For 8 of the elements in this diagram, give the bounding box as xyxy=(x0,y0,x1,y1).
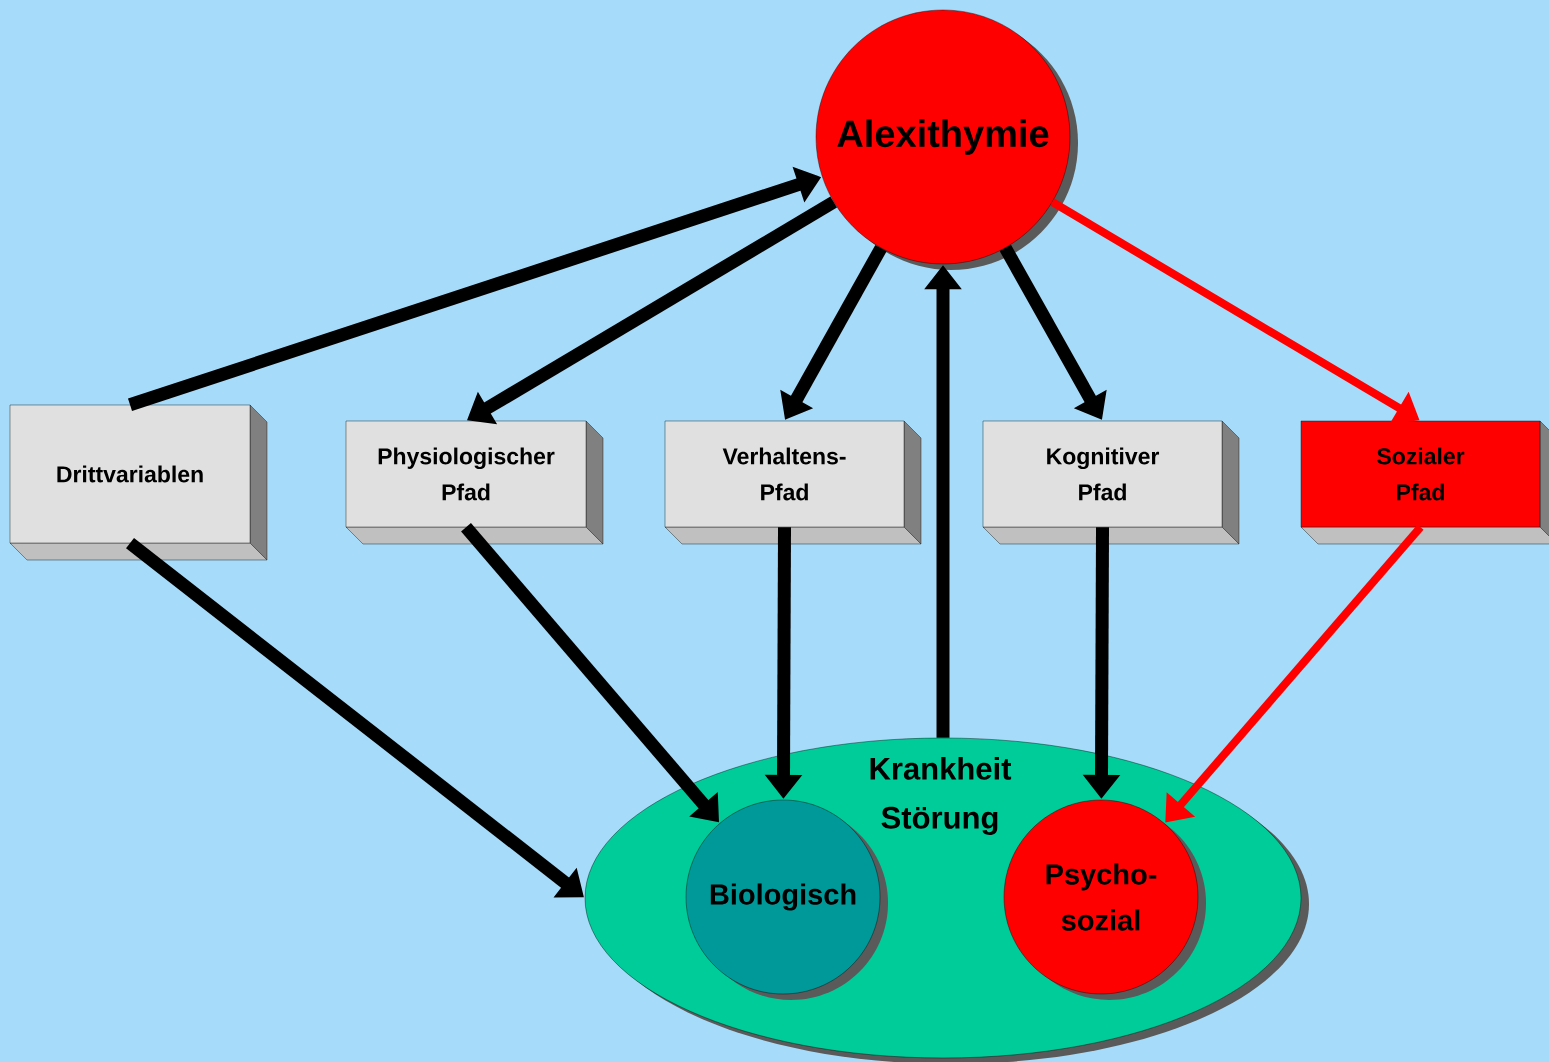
process-box: Verhaltens- Pfad xyxy=(664,420,922,545)
process-box: Sozialer Pfad xyxy=(1300,420,1549,545)
process-box: Physiologischer Pfad xyxy=(345,420,604,545)
circle-node: Psycho- sozial xyxy=(1003,799,1206,1000)
process-box: Drittvariablen xyxy=(9,404,268,561)
circle-node: Alexithymie xyxy=(815,9,1078,270)
process-box: Kognitiver Pfad xyxy=(982,420,1240,545)
arrow xyxy=(126,538,584,898)
